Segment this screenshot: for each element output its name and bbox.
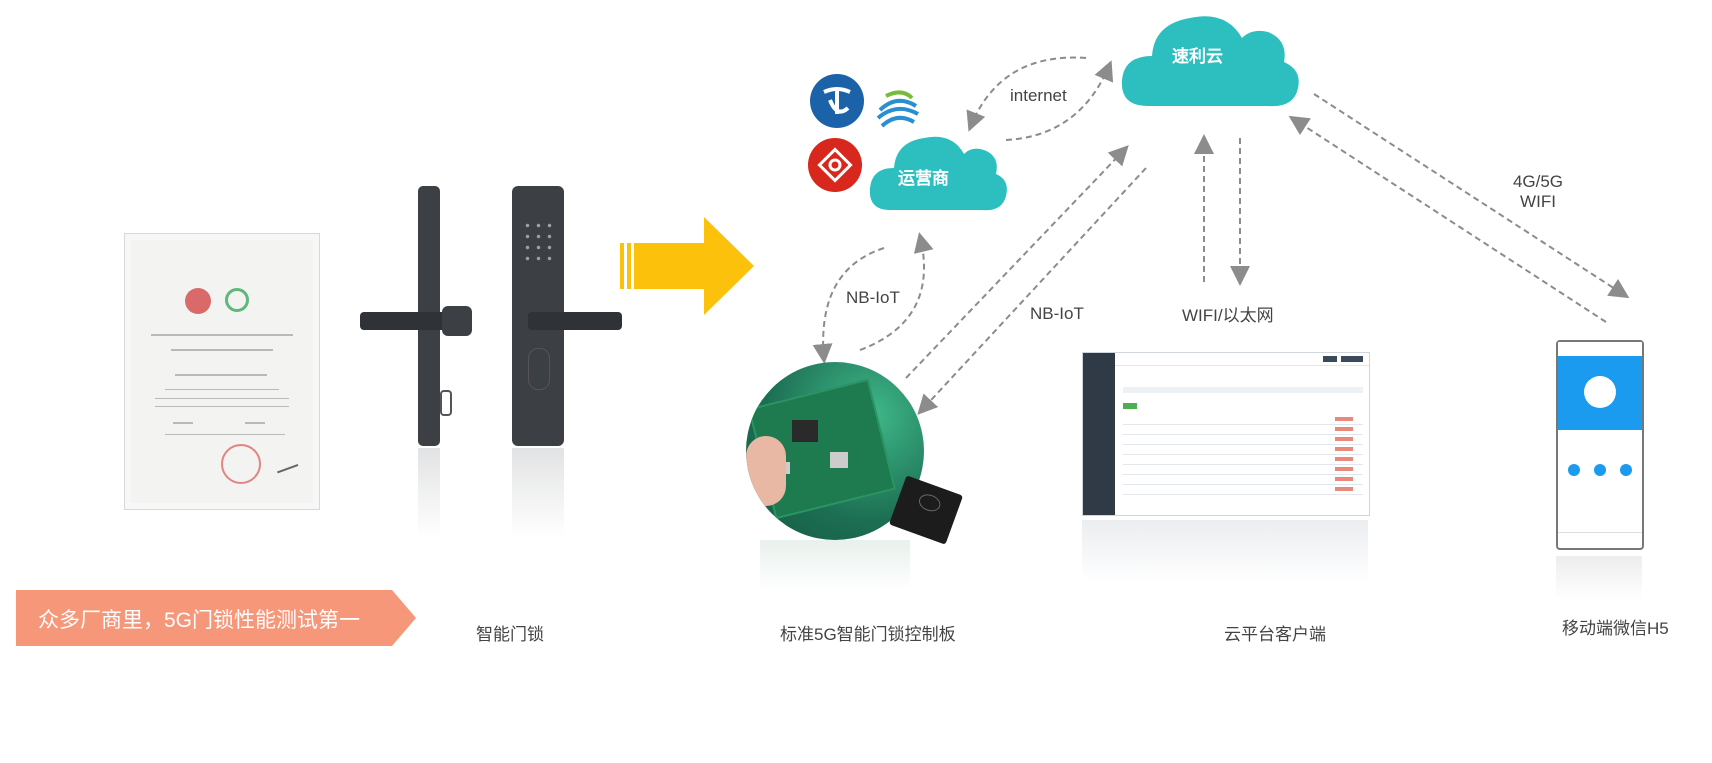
smart-lock-right-image [512,180,622,540]
mobile-h5-caption: 移动端微信H5 [1562,619,1669,638]
mobile-arrow-down [1313,93,1630,299]
nbiot-cloud-to-board [917,167,1147,415]
menu-icon-3 [1620,464,1632,476]
seal-icon [221,444,261,484]
china-mobile-logo-icon [872,84,922,134]
keypad-icon [522,220,554,266]
menu-icon-2 [1594,464,1606,476]
internet-label: internet [1010,86,1067,105]
lab-logo-icon [225,288,249,312]
internet-arrow-down [966,56,1087,132]
nbiot-right-label: NB-IoT [1030,304,1084,323]
nbiot-board-to-cloud [905,145,1129,379]
cloud-platform-screenshot [1082,352,1370,516]
menu-icon-1 [1568,464,1580,476]
screenshot-reflection [1082,520,1368,582]
nbiot-arrow-down [812,247,885,364]
lock-handle [528,312,622,330]
unicom-logo-icon [185,288,211,314]
nbiot-arrow-up [859,232,934,351]
suli-cloud-icon [1121,16,1299,107]
ranking-banner-text: 众多厂商里，5G门锁性能测试第一 [38,609,361,632]
control-board-caption: 标准5G智能门锁控制板 [780,625,956,644]
nbiot-left-label: NB-IoT [846,288,900,307]
wifi-ethernet-label: WIFI/以太网 [1182,306,1274,325]
smart-lock-left-image [360,180,480,540]
certificate-image [124,233,320,510]
mobile-link-line2: WIFI [1520,192,1556,211]
mobile-h5-screenshot [1556,340,1644,550]
fingerprint-icon [528,348,550,390]
mobile-link-line1: 4G/5G [1512,172,1564,191]
china-unicom-logo-icon [808,138,862,192]
big-arrow-icon [620,217,754,315]
ranking-banner: 众多厂商里，5G门锁性能测试第一 [16,590,416,646]
lock-status-icon [1584,376,1616,408]
phone-reflection [1556,556,1642,600]
operator-cloud-icon [869,136,1007,211]
operator-cloud-label: 运营商 [898,169,949,188]
lock-handle [360,312,458,330]
china-telecom-logo-icon [810,74,864,128]
cloud-client-caption: 云平台客户端 [1224,625,1326,644]
suli-cloud-label: 速利云 [1172,47,1223,66]
mobile-link-label: 4G/5G WIFI [1508,172,1568,212]
smart-lock-caption: 智能门锁 [476,625,544,644]
mobile-arrow-up [1288,115,1607,323]
board-reflection [760,540,910,590]
